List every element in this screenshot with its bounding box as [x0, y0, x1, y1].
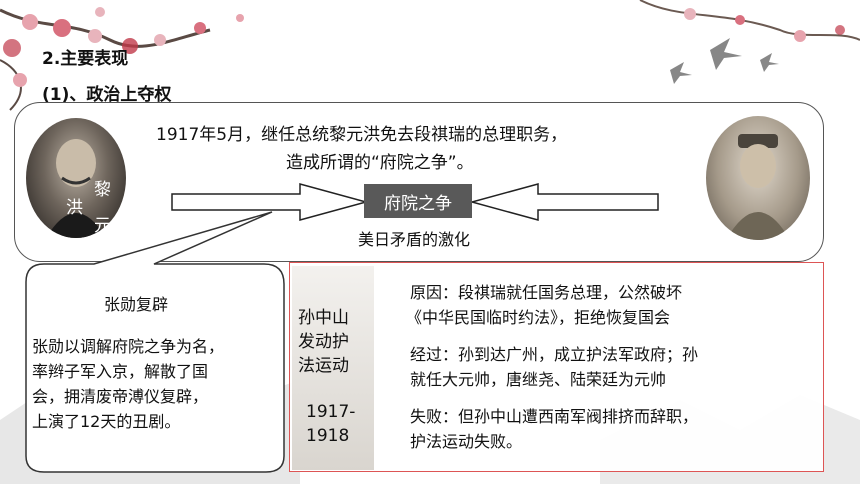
movement-panel [289, 262, 824, 472]
top-line-2: 造成所谓的“府院之争”。 [286, 153, 474, 173]
us-japan-label: 美日矛盾的激化 [358, 230, 471, 249]
bubble-title: 张勋复辟 [104, 295, 169, 314]
cause-line-1: 原因：段祺瑞就任国务总理，公然破坏 [410, 283, 683, 302]
failure-line-2: 护法运动失败。 [410, 432, 523, 451]
name-char-li: 黎 [94, 180, 111, 200]
name-char-yuan: 元 [94, 216, 111, 236]
failure-line-1: 失败：但孙中山遭西南军阀排挤而辞职， [410, 407, 699, 426]
year-end: 1918 [306, 426, 350, 446]
bubble-line-1: 张勋以调解府院之争为名， [32, 337, 225, 356]
top-panel [14, 102, 824, 262]
process-line-1: 经过：孙到达广州，成立护法军政府；孙 [410, 345, 699, 364]
bubble-line-4: 上演了12天的丑剧。 [32, 412, 181, 431]
movement-title-line: 法运动 [298, 356, 349, 376]
plum-blossom-decor-right [639, 0, 860, 42]
top-line-1: 1917年5月，继任总统黎元洪免去段祺瑞的总理职务， [156, 125, 568, 145]
year-start: 1917- [306, 402, 356, 422]
arrow-left-icon [469, 183, 659, 221]
conflict-arrows [171, 183, 659, 221]
li-yuanhong-portrait [26, 118, 126, 238]
fuyuan-label: 府院之争 [364, 184, 472, 218]
cause-line-2: 《中华民国临时约法》，拒绝恢复国会 [406, 308, 671, 327]
movement-title: 孙中山 发动护 法运动 [298, 306, 368, 378]
process-line-2: 就任大元帅，唐继尧、陆荣廷为元帅 [410, 370, 667, 389]
sub-heading: (1)、政治上夺权 [42, 85, 172, 105]
movement-years: 1917- 1918 [306, 400, 355, 448]
bubble-line-3: 会，拥清废帝溥仪复辟， [32, 387, 209, 406]
plum-blossom-decor [0, 7, 244, 111]
arrow-right-icon [171, 183, 369, 221]
movement-title-line: 发动护 [298, 332, 349, 352]
crane-decor [670, 38, 779, 84]
speech-bubble [25, 211, 285, 473]
duan-qirui-portrait [706, 116, 810, 240]
name-char-hong: 洪 [66, 198, 83, 218]
section-heading: 2.主要表现 [42, 49, 129, 69]
bubble-line-2: 率辫子军入京，解散了国 [32, 362, 209, 381]
movement-title-line: 孙中山 [298, 308, 349, 328]
portrait-figure-icon [46, 139, 106, 238]
sun-yatsen-photo [292, 266, 374, 470]
portrait-figure-icon [726, 134, 790, 240]
